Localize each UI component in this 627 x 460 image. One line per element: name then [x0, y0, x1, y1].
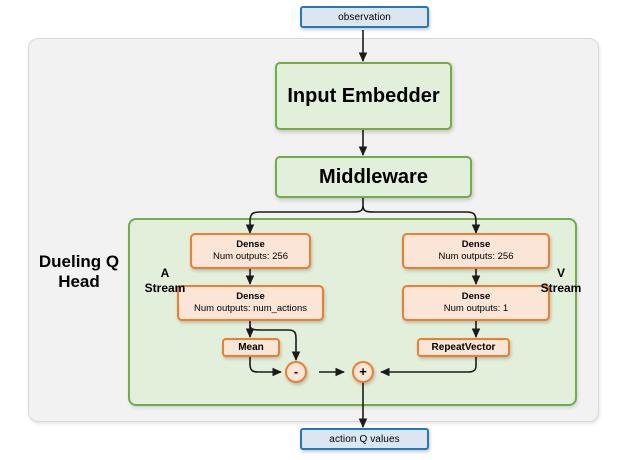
a-stream-dense-num-actions-box[interactable]: Dense Num outputs: num_actions — [177, 285, 324, 321]
observation-label: observation — [338, 11, 391, 23]
v-stream-label: V Stream — [540, 266, 582, 295]
add-operator[interactable]: + — [352, 361, 374, 383]
observation-input-box[interactable]: observation — [300, 6, 429, 28]
repeat-vector-label: RepeatVector — [431, 342, 496, 353]
action-q-values-label: action Q values — [329, 433, 400, 445]
v-stream-dense-1-subtitle: Num outputs: 1 — [443, 303, 509, 314]
subtract-operator[interactable]: - — [285, 361, 307, 383]
v-stream-dense-1-box[interactable]: Dense Num outputs: 1 — [402, 285, 550, 321]
subtract-operator-symbol: - — [293, 363, 299, 379]
add-operator-symbol: + — [359, 363, 367, 379]
a-stream-dense-256-subtitle: Num outputs: 256 — [213, 251, 288, 262]
a-stream-dense-num-actions-subtitle: Num outputs: num_actions — [193, 303, 307, 314]
action-q-values-output-box[interactable]: action Q values — [300, 428, 429, 450]
v-stream-dense-1-title: Dense — [461, 291, 491, 303]
input-embedder-box[interactable]: Input Embedder — [275, 62, 452, 130]
v-stream-dense-256-title: Dense — [461, 239, 491, 251]
a-stream-dense-256-title: Dense — [236, 239, 265, 251]
mean-label: Mean — [238, 342, 264, 353]
middleware-box[interactable]: Middleware — [275, 156, 472, 198]
a-stream-dense-num-actions-title: Dense — [236, 291, 265, 303]
repeat-vector-box[interactable]: RepeatVector — [417, 338, 510, 357]
a-stream-dense-256-box[interactable]: Dense Num outputs: 256 — [190, 233, 311, 269]
mean-box[interactable]: Mean — [222, 338, 280, 357]
v-stream-dense-256-subtitle: Num outputs: 256 — [438, 251, 514, 262]
middleware-label: Middleware — [319, 165, 428, 188]
a-stream-label: A Stream — [144, 266, 186, 295]
dueling-q-head-label: Dueling Q Head — [38, 252, 120, 291]
input-embedder-label: Input Embedder — [287, 84, 440, 107]
v-stream-dense-256-box[interactable]: Dense Num outputs: 256 — [402, 233, 550, 269]
